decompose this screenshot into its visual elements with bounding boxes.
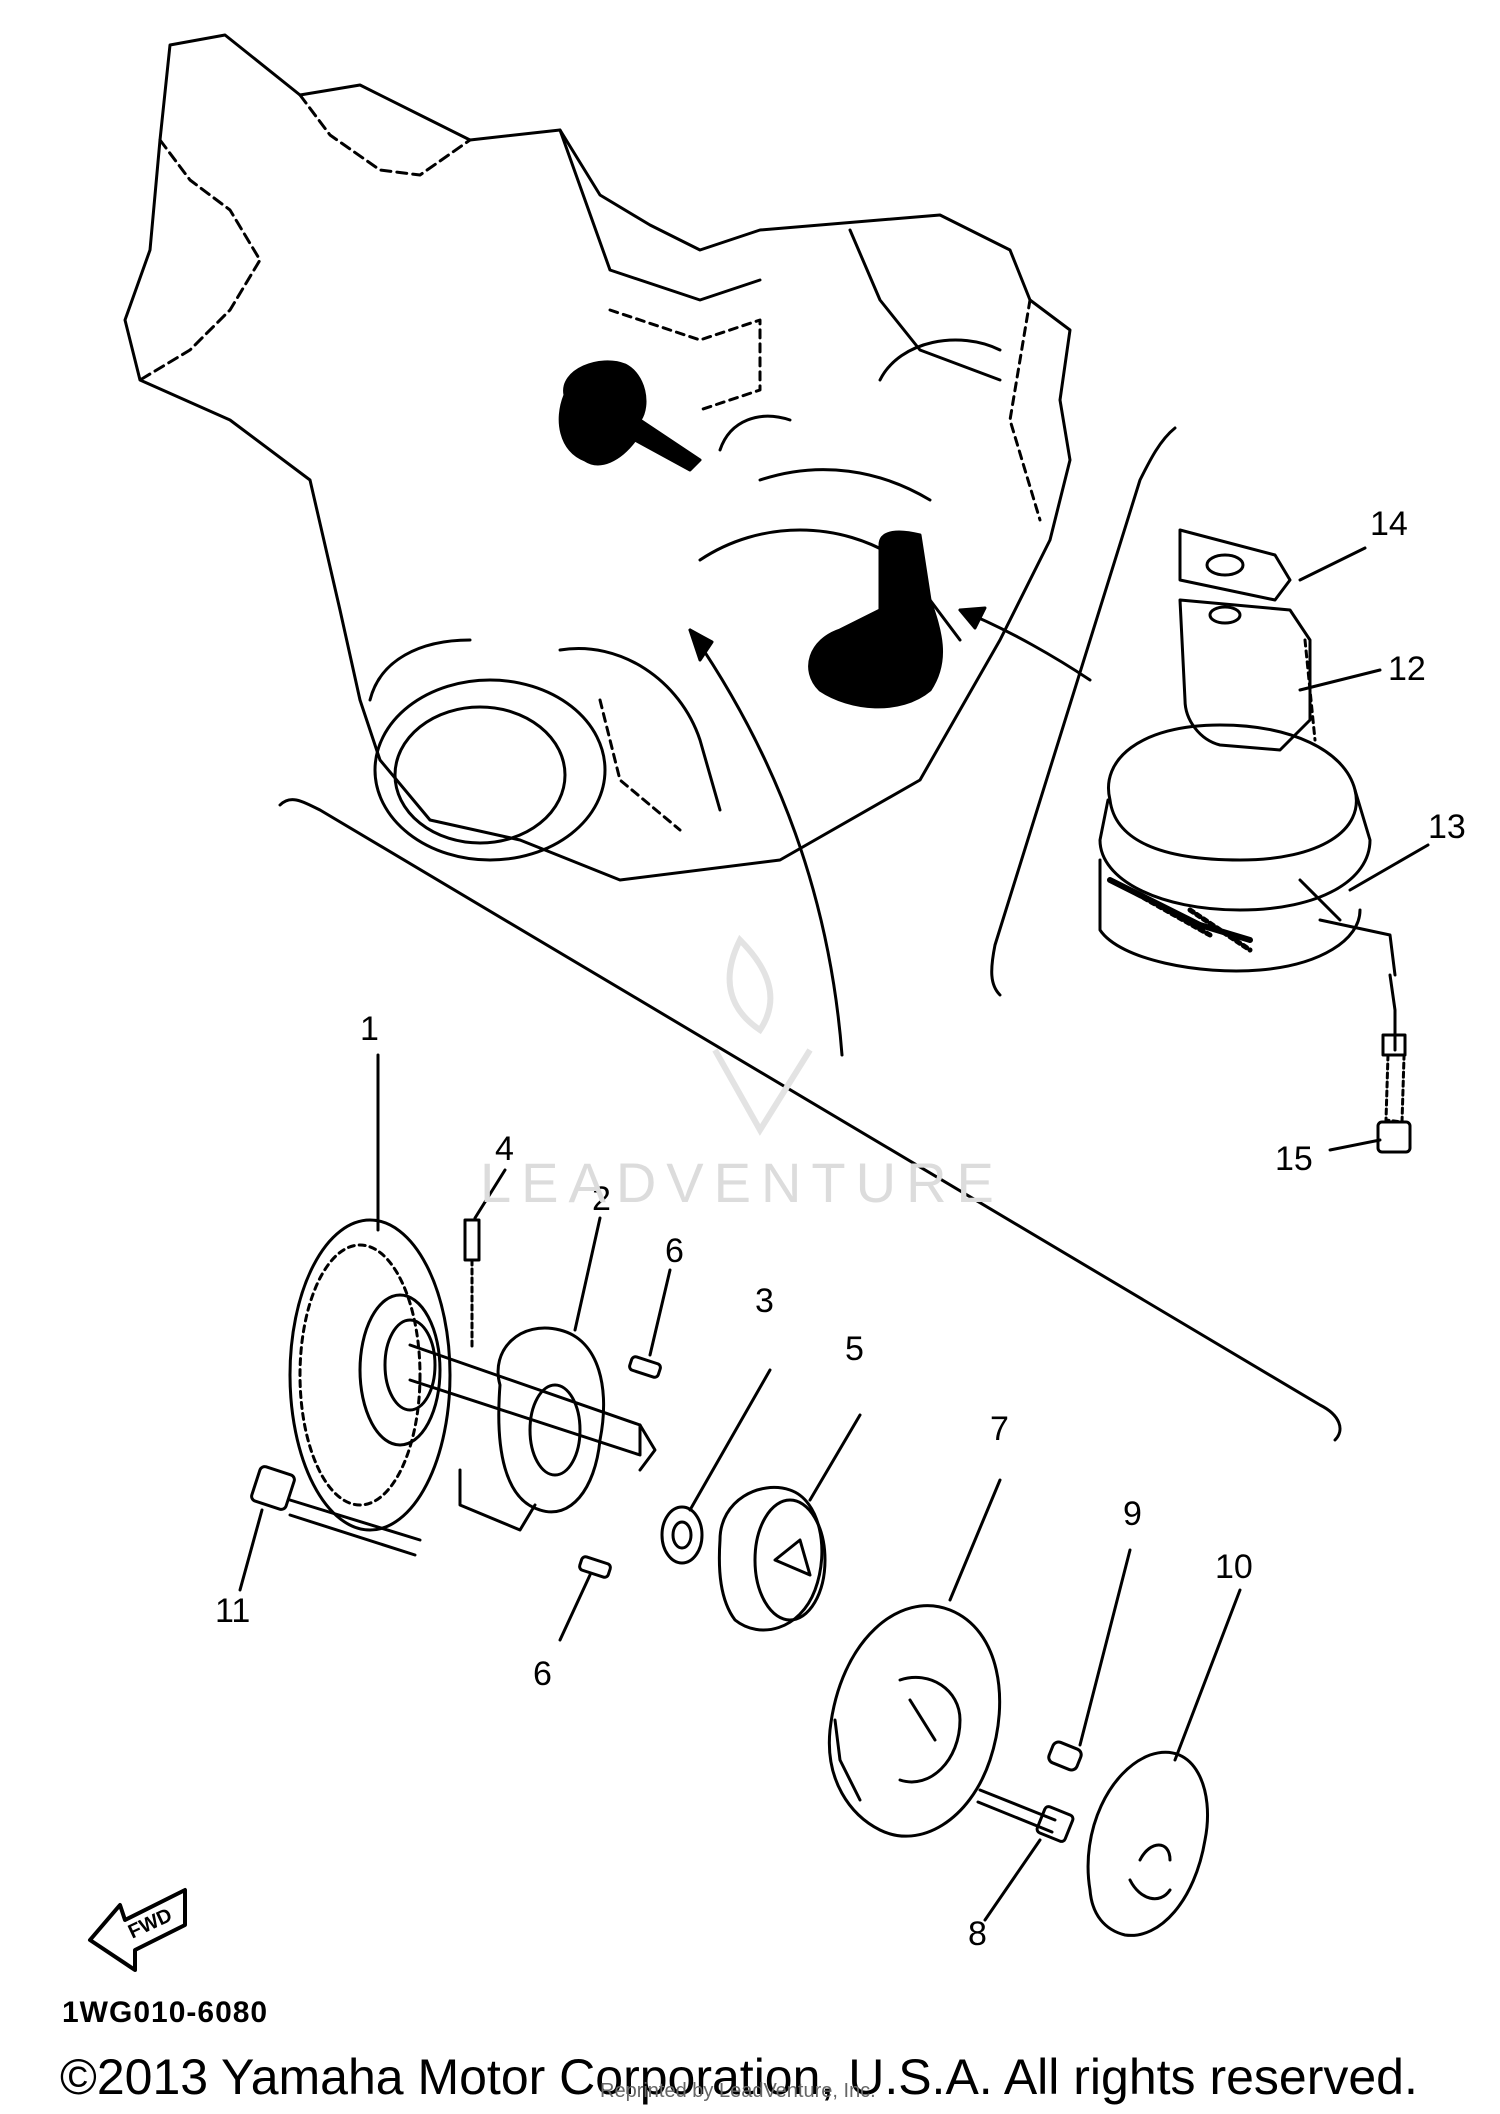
callout-14: 14 [1370, 505, 1408, 543]
callout-12: 12 [1388, 650, 1426, 688]
drawing-code: 1WG010-6080 [62, 1996, 269, 2029]
callout-3: 3 [755, 1282, 774, 1320]
copyright-notice: ©2013 Yamaha Motor Corporation, U.S.A. A… [60, 2049, 1418, 2105]
group-brackets [278, 426, 1342, 1442]
watermark-logo [712, 934, 813, 1136]
fwd-label: FWD [125, 1904, 176, 1943]
callout-9: 9 [1123, 1495, 1142, 1533]
callout-15: 15 [1275, 1140, 1313, 1178]
callout-6a: 6 [665, 1232, 684, 1270]
oil-strainer-assembly [1098, 528, 1430, 1154]
install-arrows [688, 606, 1092, 1057]
callout-13: 13 [1428, 808, 1466, 846]
fwd-arrow [88, 1888, 187, 1972]
reprint-notice: Reprinted by LeadVenture, Inc. [600, 2080, 876, 2102]
callout-8: 8 [968, 1915, 987, 1953]
callout-10: 10 [1215, 1548, 1253, 1586]
callout-11: 11 [215, 1592, 250, 1630]
watermark-text: LEADVENTURE [480, 1151, 1004, 1214]
callout-labels: 1 2 3 4 5 6 6 7 8 9 10 11 12 13 14 15 FW… [125, 505, 1466, 1953]
callout-6b: 6 [533, 1655, 552, 1693]
callout-5: 5 [845, 1330, 864, 1368]
callout-2: 2 [592, 1180, 611, 1218]
pump-mount-areas [558, 360, 944, 709]
callout-4: 4 [495, 1130, 514, 1168]
callout-7: 7 [990, 1410, 1009, 1448]
oil-pump-assembly [238, 1053, 1242, 1937]
callout-1: 1 [360, 1010, 379, 1048]
